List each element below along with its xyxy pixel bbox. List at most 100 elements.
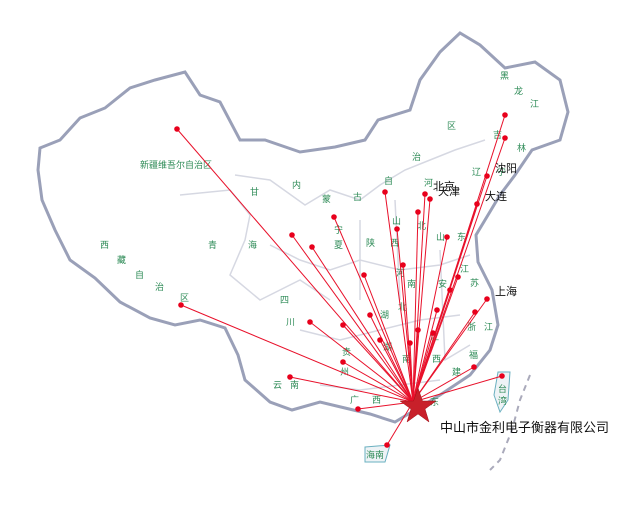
province-label: 州 [340, 367, 349, 378]
province-label: 东 [457, 231, 466, 243]
destination-dot [307, 319, 313, 325]
route-line [289, 376, 414, 403]
province-label: 安 [438, 278, 447, 290]
province-label: 青 [208, 239, 217, 251]
province-label: 北 [417, 221, 426, 232]
route-line [412, 375, 503, 403]
route-line [379, 339, 414, 403]
route-line [409, 342, 414, 403]
province-label: 湖 [380, 310, 389, 321]
routes [176, 114, 506, 446]
destination-dot [484, 173, 490, 179]
province-label: 浙 [467, 321, 476, 333]
destination-dot [455, 274, 461, 280]
route-line [412, 236, 448, 403]
destination-dot [340, 359, 346, 365]
destination-dot [422, 191, 428, 197]
province-label: 海 [248, 239, 257, 251]
province-label: 陕 [366, 237, 375, 249]
province-label: 区 [180, 293, 189, 304]
province-label: 江 [530, 99, 539, 110]
route-line [342, 324, 414, 403]
route-line [412, 329, 419, 403]
province-label: 夏 [334, 240, 343, 251]
route-line [386, 401, 414, 446]
destination-dot [407, 340, 413, 346]
province-label: 湾 [498, 395, 507, 407]
province-label: 西 [100, 240, 109, 251]
route-line [412, 276, 459, 403]
destination-dots [174, 112, 508, 448]
route-line [342, 361, 414, 403]
province-label: 山 [436, 232, 445, 243]
destination-dot [447, 287, 453, 293]
destination-dot [340, 322, 346, 328]
destination-dot [367, 312, 373, 318]
route-line [333, 216, 414, 403]
destination-dot [499, 373, 505, 379]
route-line [412, 366, 475, 403]
province-label: 云 [273, 381, 282, 391]
route-line [402, 264, 414, 403]
province-label: 林 [517, 142, 526, 154]
province-label: 广 [350, 394, 359, 406]
destination-dot [377, 337, 383, 343]
province-label: 治 [412, 151, 421, 163]
destination-dot [289, 232, 295, 238]
province-label: 北 [398, 302, 407, 313]
destination-dot [444, 234, 450, 240]
province-label: 西 [390, 238, 399, 249]
province-label: 江 [484, 322, 493, 333]
route-line [412, 332, 434, 403]
province-label: 龙 [514, 85, 523, 97]
province-label: 山 [392, 216, 401, 227]
province-label: 古 [353, 191, 362, 203]
route-line [291, 234, 414, 403]
destination-dot [484, 296, 490, 302]
destination-dot [384, 442, 390, 448]
destination-dot [178, 302, 184, 308]
province-label: 蒙 [322, 193, 331, 205]
province-label: 吉 [493, 130, 502, 141]
province-label: 河 [424, 177, 433, 189]
province-label: 建 [452, 366, 461, 378]
province-label: 自 [135, 269, 144, 281]
company-label: 中山市金利电子衡器有限公司 [440, 420, 609, 436]
route-line [412, 298, 488, 403]
province-label: 川 [286, 318, 295, 328]
destination-dot [415, 209, 421, 215]
province-label: 藏 [117, 254, 126, 266]
destination-dot [502, 112, 508, 118]
province-label: 西 [372, 395, 381, 406]
destination-dot [472, 309, 478, 315]
province-label: 湖 [383, 342, 392, 353]
province-labels: 新疆维吾尔自治区西藏自治区青海甘内蒙古宁夏陕西四川贵州云南广西区治自黑龙江吉林辽… [100, 71, 539, 461]
province-label: 南 [290, 379, 299, 391]
route-line [363, 274, 414, 403]
province-label: 新疆维吾尔自治区 [140, 159, 212, 171]
province-label: 江 [460, 264, 469, 275]
destination-dot [174, 126, 180, 132]
province-label: 南 [402, 353, 411, 365]
destination-dot [287, 374, 293, 380]
destination-dot [400, 262, 406, 268]
route-line [176, 128, 414, 403]
province-label: 宁 [497, 166, 506, 178]
province-label: 治 [155, 281, 164, 293]
province-label: 辽 [472, 167, 481, 178]
destination-dot [474, 201, 480, 207]
destination-dot [331, 214, 337, 220]
route-line [180, 304, 414, 403]
city-label: 沈阳 [495, 161, 517, 175]
destination-dot [309, 244, 315, 250]
destination-dot [394, 226, 400, 232]
route-line [412, 289, 451, 403]
province-label: 自 [384, 175, 393, 187]
destination-dot [434, 307, 440, 313]
hub-star-icon [399, 387, 437, 423]
destination-dot [355, 406, 361, 412]
country-outline [36, 31, 570, 471]
